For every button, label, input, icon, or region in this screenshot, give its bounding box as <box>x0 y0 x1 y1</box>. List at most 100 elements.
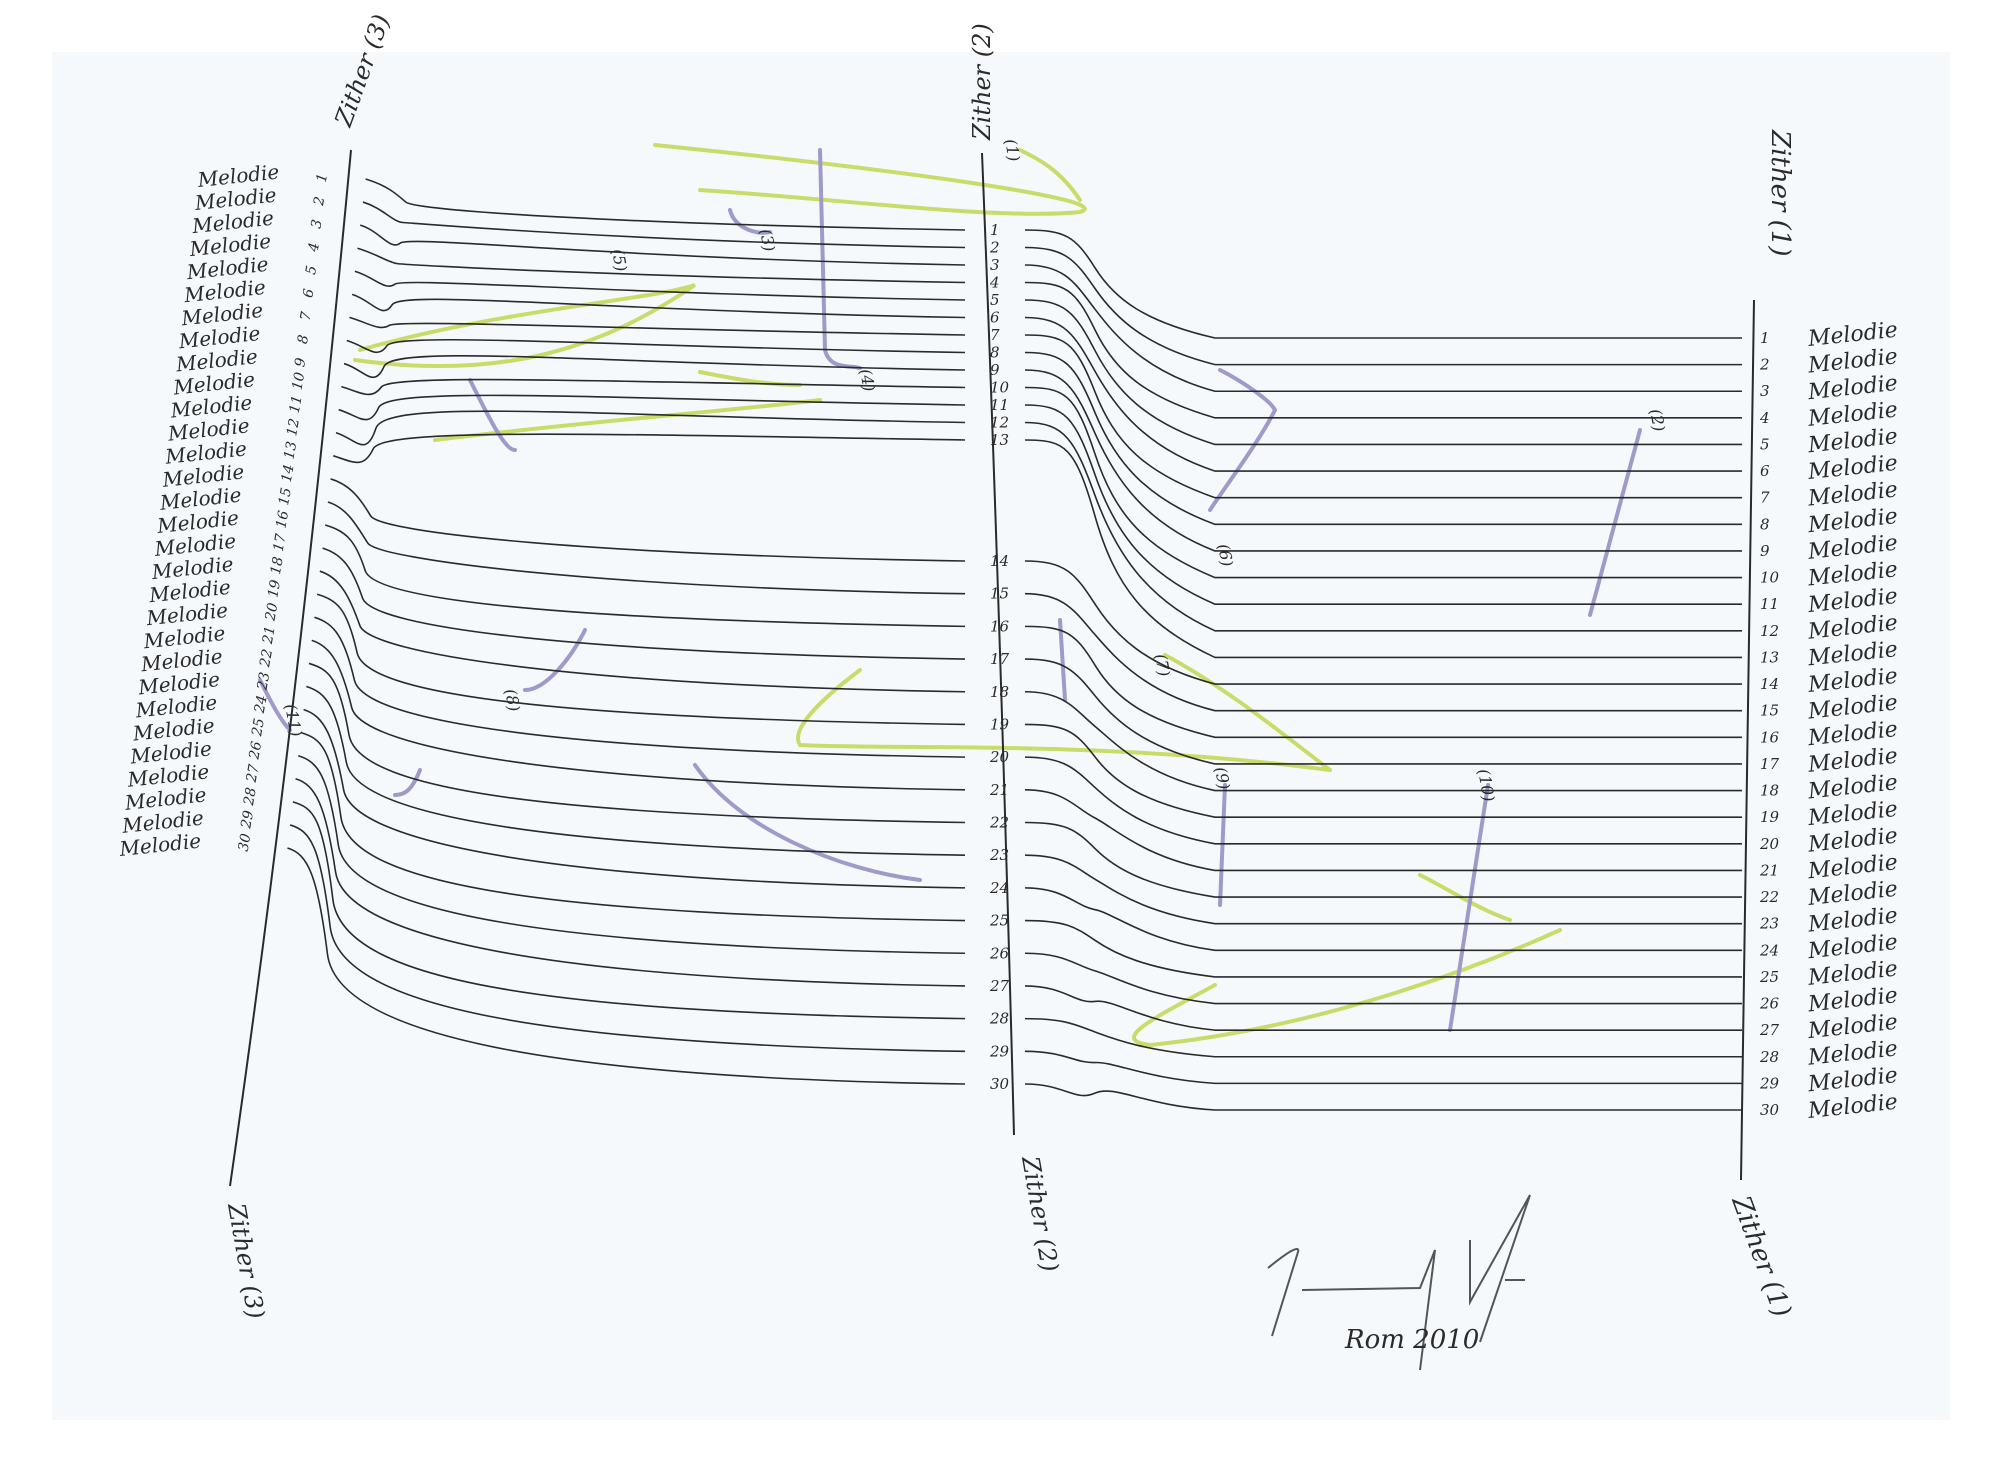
zither-3-string-number: 27 <box>244 763 263 784</box>
zither-3-string-number: 22 <box>257 648 276 669</box>
zither-1-bridge-line <box>1740 299 1755 1181</box>
zither-3-top-label: Zither (3) <box>329 11 396 131</box>
zither-1-string-number: 9 <box>1760 542 1770 560</box>
colored-pencil-layer <box>258 143 1642 1048</box>
zither-1-string-number: 3 <box>1760 382 1770 400</box>
zither-1-string-line <box>1024 351 1742 526</box>
zither-1-string-number: 4 <box>1759 409 1770 427</box>
zither-3-string-line <box>343 354 966 379</box>
zither-1-string-number: 6 <box>1760 462 1770 480</box>
zither-3-string-line <box>338 394 966 421</box>
section-mark: (4) <box>856 367 879 393</box>
zither-1-string-line <box>1024 560 1742 685</box>
zither-1-string-number: 18 <box>1760 782 1779 800</box>
zither-3-string-line <box>362 201 966 249</box>
zither-1-string-number: 16 <box>1760 728 1780 746</box>
zither-3-string-number: 4 <box>306 241 323 254</box>
zither-1-string-line <box>1024 658 1742 765</box>
zither-1-bottom-label: Zither (1) <box>1725 1191 1797 1321</box>
zither-1-string-number: 8 <box>1760 515 1770 533</box>
zither-1-string-number: 24 <box>1759 941 1779 959</box>
zither-1-string-line <box>1024 281 1742 419</box>
zither-1-string-number: 22 <box>1759 888 1779 906</box>
zither-1-string-number: 27 <box>1759 1021 1780 1039</box>
violet-pencil-stroke <box>258 678 292 732</box>
zither-1-string-line <box>1024 316 1742 472</box>
zither-2-bridge-line <box>981 152 1015 1136</box>
zither-2-string-number: 11 <box>990 396 1009 414</box>
zither-3-string-number: 15 <box>276 486 295 506</box>
zither-3-string-line <box>316 593 966 726</box>
zither-2-string-number: 14 <box>990 552 1009 570</box>
zither-3-string-number: 7 <box>298 310 315 322</box>
zither-2-string-number: 15 <box>990 585 1009 603</box>
zither-2-string-number: 7 <box>990 326 1000 344</box>
zither-1-string-line <box>1024 421 1742 632</box>
zither-1-string-number: 10 <box>1760 569 1780 587</box>
zither-2-string-number: 30 <box>990 1075 1010 1093</box>
zither-3-string-line <box>314 616 966 758</box>
zither-1-string-number: 19 <box>1760 808 1780 826</box>
zither-2-string-number: 16 <box>990 617 1010 635</box>
violet-pencil-stroke <box>818 148 862 370</box>
zither-1-string-line <box>1024 723 1742 818</box>
zither-1-string-number: 28 <box>1759 1048 1779 1066</box>
zither-1-string-line <box>1024 789 1742 872</box>
zither-3-string-line <box>298 754 966 955</box>
zither-2-string-number: 21 <box>989 781 1009 799</box>
section-mark: (6) <box>1214 542 1237 568</box>
green-pencil-stroke <box>1132 873 1562 1048</box>
zither-3-string-number: 1 <box>314 172 331 184</box>
zither-2-top-label: Zither (2) <box>968 23 996 141</box>
zither-2-string-number: 5 <box>990 291 1000 309</box>
section-mark: (2) <box>1646 407 1669 433</box>
zither-2-string-number: 25 <box>989 912 1009 930</box>
zither-1-string-number: 2 <box>1759 356 1770 374</box>
zither-3-string-line <box>354 270 966 301</box>
zither-2-string-number: 1 <box>990 221 1000 239</box>
green-pencil-stroke <box>1163 653 1332 772</box>
zither-3-string-number: 8 <box>295 334 312 346</box>
violet-pencil-stroke <box>468 378 517 452</box>
zither-2-string-number: 8 <box>990 344 1000 362</box>
zither-1-top-label: Zither (1) <box>1765 129 1795 256</box>
zither-3-string-line <box>365 178 966 231</box>
zither-1-string-line <box>1024 919 1742 978</box>
zither-1-string-line <box>1024 404 1742 606</box>
zither-2-string-number: 24 <box>989 879 1009 897</box>
green-pencil-stroke <box>796 668 1332 772</box>
green-pencil-stroke <box>653 143 1087 216</box>
zither-1-string-number: 5 <box>1760 435 1770 453</box>
zither-3-string-line <box>330 478 966 562</box>
zither-1-string-number: 14 <box>1760 675 1779 693</box>
zither-3-string-line <box>333 433 966 464</box>
zither-3-string-number: 24 <box>252 694 271 715</box>
zither-3-string-line <box>349 316 966 336</box>
zither-1-string-line <box>1024 334 1742 499</box>
zither-2-string-number: 27 <box>989 977 1010 995</box>
zither-2-string-number: 28 <box>989 1010 1009 1028</box>
zither-3-string-number: 10 <box>290 371 309 391</box>
zither-1-string-number: 12 <box>1760 622 1779 640</box>
zither-3-string-number: 19 <box>265 579 284 599</box>
ink-lines-layer <box>229 149 1755 1187</box>
zither-2-bottom-label: Zither (2) <box>1016 1153 1064 1274</box>
zither-1-string-number: 15 <box>1760 702 1779 720</box>
section-mark: (1) <box>1001 137 1024 163</box>
zither-1-string-line <box>1024 1017 1742 1058</box>
zither-2-string-number: 19 <box>990 715 1010 733</box>
zither-3-bridge-line <box>229 149 352 1187</box>
zither-3-string-number: 3 <box>308 218 325 230</box>
zither-2-string-number: 17 <box>990 650 1010 668</box>
zither-3-string-number: 14 <box>279 463 298 483</box>
zither-1-string-line <box>1024 1050 1742 1085</box>
zither-3-string-number: 18 <box>268 555 287 575</box>
zither-3-string-number: 5 <box>303 264 320 276</box>
zither-3-string-number: 11 <box>287 394 306 414</box>
zither-3-string-line <box>311 639 966 791</box>
zither-2-string-number: 23 <box>989 846 1009 864</box>
zither-3-string-line <box>303 708 966 889</box>
zither-1-string-number: 20 <box>1759 835 1780 853</box>
zither-2-string-number: 10 <box>990 379 1010 397</box>
